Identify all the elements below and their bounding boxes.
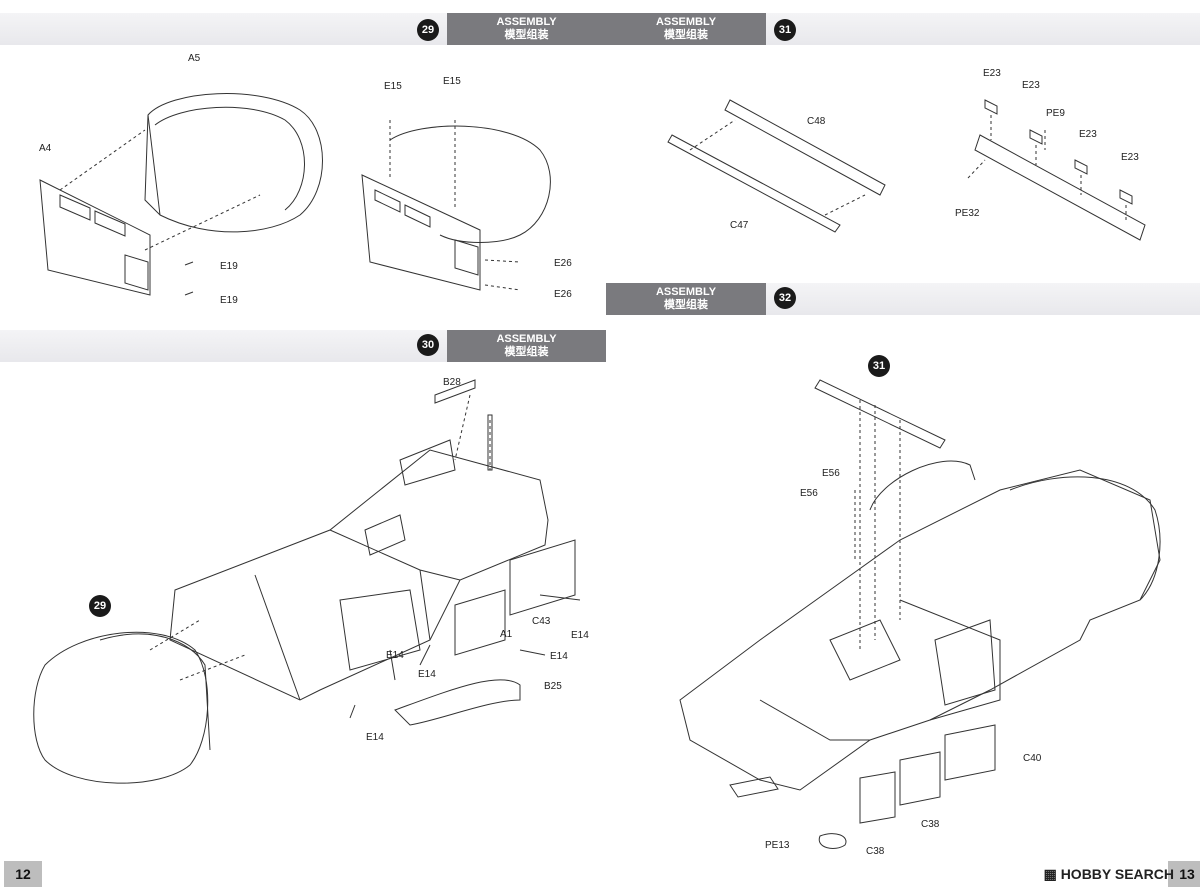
part-label-a5: A5 bbox=[188, 53, 201, 64]
step30-assembly-banner: ASSEMBLY 模型组装 bbox=[447, 330, 606, 362]
part-label-pe32: PE32 bbox=[955, 208, 980, 219]
part-label-c43: C43 bbox=[532, 616, 551, 627]
step31-title-en: ASSEMBLY bbox=[655, 16, 717, 28]
step29-assembly-banner: ASSEMBLY 模型组装 bbox=[447, 13, 606, 45]
step31-assembly-banner: ASSEMBLY 模型组装 bbox=[606, 13, 766, 45]
part-label-c47: C47 bbox=[730, 220, 749, 231]
page-number-right: 13 bbox=[1168, 861, 1200, 887]
step29-title-cn: 模型组装 bbox=[504, 29, 549, 41]
part-label-c40: C40 bbox=[1023, 753, 1042, 764]
part-label-e23-1: E23 bbox=[983, 68, 1001, 79]
rail-c47-drawing bbox=[667, 134, 841, 233]
bulkhead-a4-drawing bbox=[39, 179, 151, 296]
part-label-e14-center: E14 bbox=[386, 650, 404, 661]
part-label-e19-lower: E19 bbox=[220, 295, 238, 306]
part-label-e14-lower: E14 bbox=[418, 669, 436, 680]
chassis-body-drawing bbox=[169, 449, 549, 701]
part-label-e26-upper: E26 bbox=[554, 258, 572, 269]
step31-number-badge: 31 bbox=[774, 19, 796, 41]
part-label-e23-4: E23 bbox=[1121, 152, 1139, 163]
step32-title-cn: 模型组装 bbox=[664, 299, 708, 311]
step29-number-badge: 29 bbox=[417, 19, 439, 41]
part-label-e56-lower: E56 bbox=[800, 488, 818, 499]
step32-assembly-banner: ASSEMBLY 模型组装 bbox=[606, 283, 766, 315]
part-label-e26-lower: E26 bbox=[554, 289, 572, 300]
step30-number-badge: 30 bbox=[417, 334, 439, 356]
part-label-b28: B28 bbox=[443, 377, 461, 388]
part-label-c38-left: C38 bbox=[866, 846, 885, 857]
hood-a5-drawing bbox=[144, 93, 323, 233]
part-label-a4: A4 bbox=[39, 143, 52, 154]
part-label-e14-bottom: E14 bbox=[366, 732, 384, 743]
step32-title-en: ASSEMBLY bbox=[655, 286, 717, 298]
part-label-c48: C48 bbox=[807, 116, 826, 127]
step31-reference-badge: 31 bbox=[868, 355, 890, 377]
part-label-c38-right: C38 bbox=[921, 819, 940, 830]
rail-c48-drawing bbox=[724, 99, 886, 196]
step30-title-en: ASSEMBLY bbox=[496, 333, 557, 345]
part-label-b25: B25 bbox=[544, 681, 562, 692]
vehicle-body-drawing bbox=[679, 469, 1161, 791]
step29-reference-badge: 29 bbox=[89, 595, 111, 617]
hood-a5-assembled-drawing bbox=[389, 125, 551, 243]
watermark-text: HOBBY SEARCH bbox=[1060, 866, 1174, 882]
part-label-a1: A1 bbox=[500, 629, 513, 640]
part-label-pe13: PE13 bbox=[765, 840, 790, 851]
part-label-pe9: PE9 bbox=[1046, 108, 1065, 119]
part-label-e23-3: E23 bbox=[1079, 129, 1097, 140]
part-label-e23-2: E23 bbox=[1022, 80, 1040, 91]
step32-number-badge: 32 bbox=[774, 287, 796, 309]
step29-title-en: ASSEMBLY bbox=[496, 16, 557, 28]
part-label-e15-right: E15 bbox=[443, 76, 461, 87]
step31-title-cn: 模型组装 bbox=[664, 29, 708, 41]
page-number-left: 12 bbox=[4, 861, 42, 887]
step30-title-cn: 模型组装 bbox=[504, 346, 549, 358]
rail-e23-assembly-drawing bbox=[974, 134, 1146, 241]
watermark-icon: ▦ bbox=[1043, 866, 1061, 882]
hood-front-drawing bbox=[1009, 476, 1161, 601]
watermark-logo: ▦ HOBBY SEARCH bbox=[1044, 866, 1174, 883]
part-label-e14-right: E14 bbox=[571, 630, 589, 641]
part-label-e19-upper: E19 bbox=[220, 261, 238, 272]
part-label-e56-upper: E56 bbox=[822, 468, 840, 479]
part-label-e15-left: E15 bbox=[384, 81, 402, 92]
hood-reference-drawing bbox=[33, 631, 209, 784]
part-label-e14-mid: E14 bbox=[550, 651, 568, 662]
